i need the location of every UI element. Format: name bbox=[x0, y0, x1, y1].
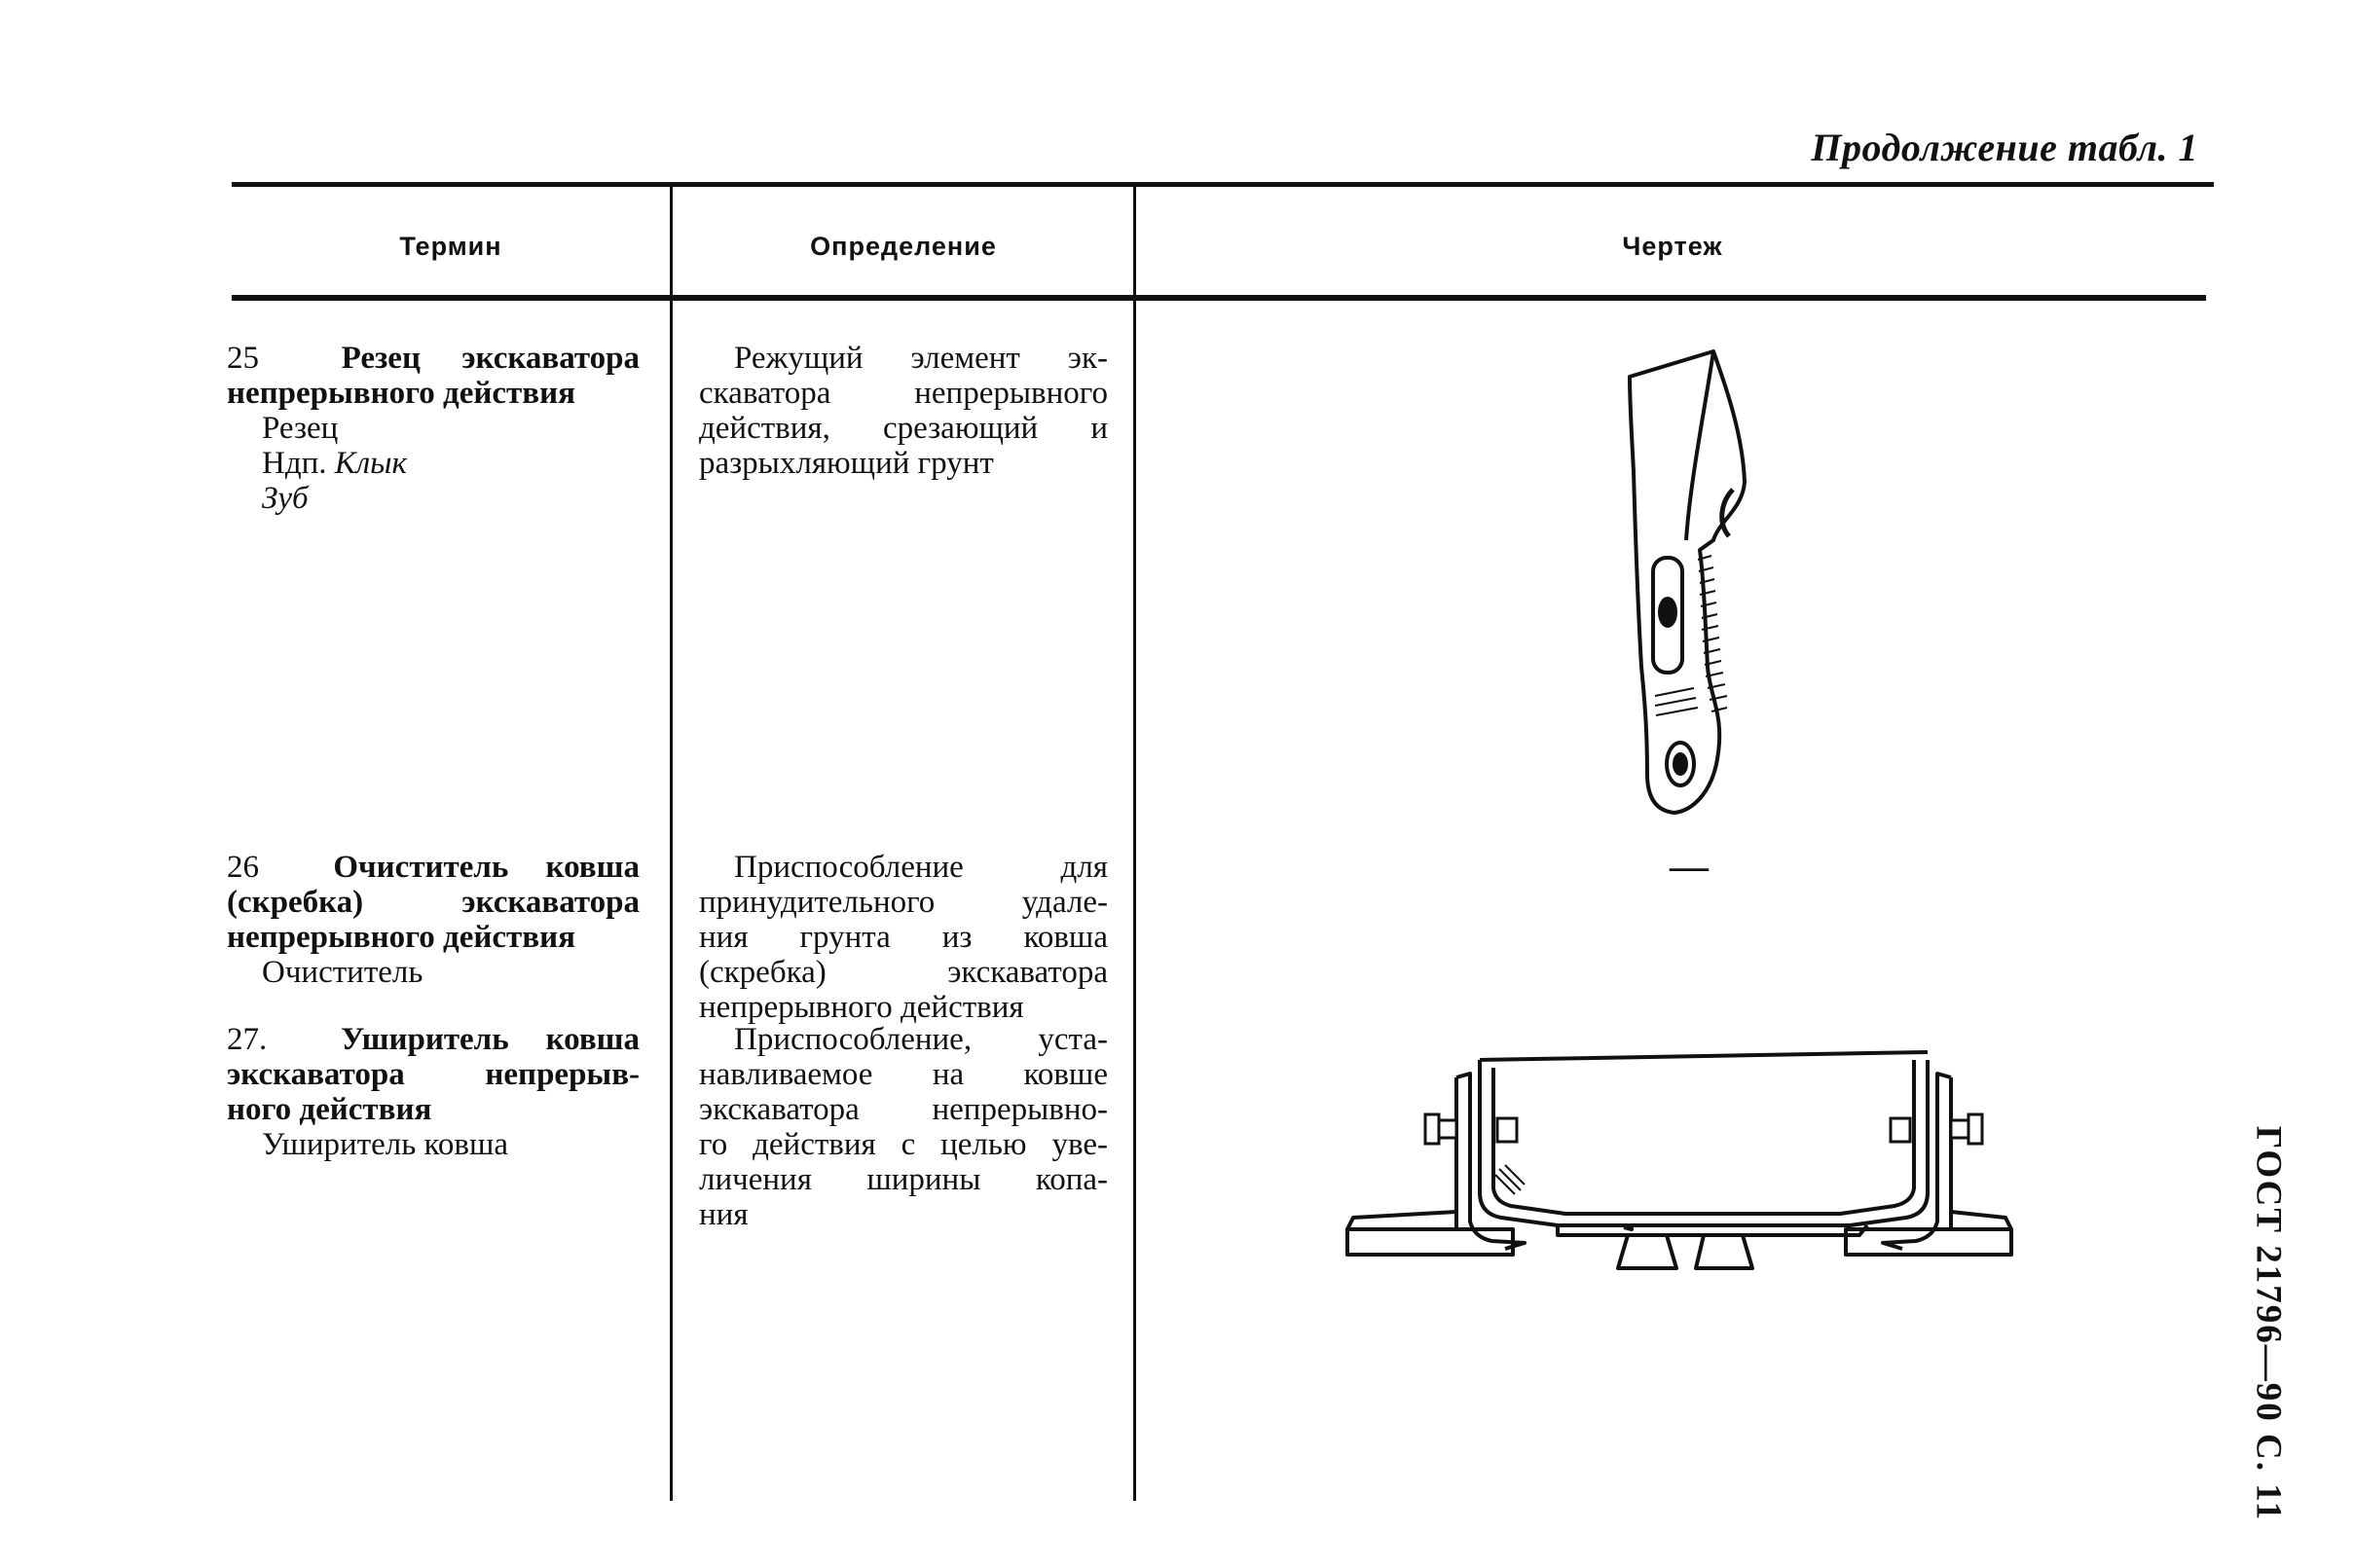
ndp-prefix: Ндп. bbox=[262, 446, 327, 481]
table-top-rule bbox=[232, 182, 2214, 187]
cutter-drawing bbox=[1628, 349, 1747, 815]
ndp-term: Зуб bbox=[262, 481, 309, 516]
term-line: ного действия bbox=[227, 1092, 432, 1127]
no-drawing-dash: — bbox=[1670, 844, 1709, 888]
document-page-label: ГОСТ 21796—90 С. 11 bbox=[2248, 1125, 2289, 1522]
column-header-definition: Определение bbox=[810, 232, 997, 261]
term-line: Уширитель ковша bbox=[341, 1022, 641, 1057]
entry-number: 25 bbox=[227, 341, 259, 376]
term-line: непрерывного действия bbox=[227, 376, 575, 411]
term-line: экскаватора непрерыв- bbox=[227, 1057, 640, 1092]
term-line: Очиститель ковша bbox=[333, 850, 640, 885]
entry-26-definition: Приспособление для принудительного удале… bbox=[699, 850, 1108, 1025]
entry-25-term: 25 Резец экскаватора непрерывного действ… bbox=[227, 341, 640, 516]
entry-25-definition: Режущий элемент эк- скаватора непрерывно… bbox=[699, 341, 1108, 481]
term-line: (скребка) экскаватора bbox=[227, 885, 640, 920]
entry-26-term: 26 Очиститель ковша (скребка) экскаватор… bbox=[227, 850, 640, 990]
short-term: Очиститель bbox=[262, 955, 423, 990]
header-bottom-rule bbox=[232, 295, 2206, 301]
table-continuation-caption: Продолжение табл. 1 bbox=[1811, 126, 2198, 169]
term-line: Резец экскаватора bbox=[341, 341, 641, 376]
column-divider-2 bbox=[1133, 185, 1136, 1501]
entry-number: 26 bbox=[227, 850, 259, 885]
term-line: непрерывного действия bbox=[227, 920, 575, 955]
bucket-widener-drawing bbox=[1345, 1050, 2013, 1270]
ndp-term: Клык bbox=[334, 446, 407, 481]
column-header-drawing: Чертеж bbox=[1622, 232, 1723, 261]
column-divider-1 bbox=[670, 185, 673, 1501]
short-term: Уширитель ковша bbox=[262, 1127, 509, 1162]
entry-number: 27. bbox=[227, 1022, 268, 1057]
entry-27-term: 27. Уширитель ковша экскаватора непрерыв… bbox=[227, 1022, 640, 1162]
entry-27-definition: Приспособление, уста- навливаемое на ков… bbox=[699, 1022, 1108, 1232]
column-header-term: Термин bbox=[399, 232, 502, 261]
short-term: Резец bbox=[262, 411, 339, 446]
